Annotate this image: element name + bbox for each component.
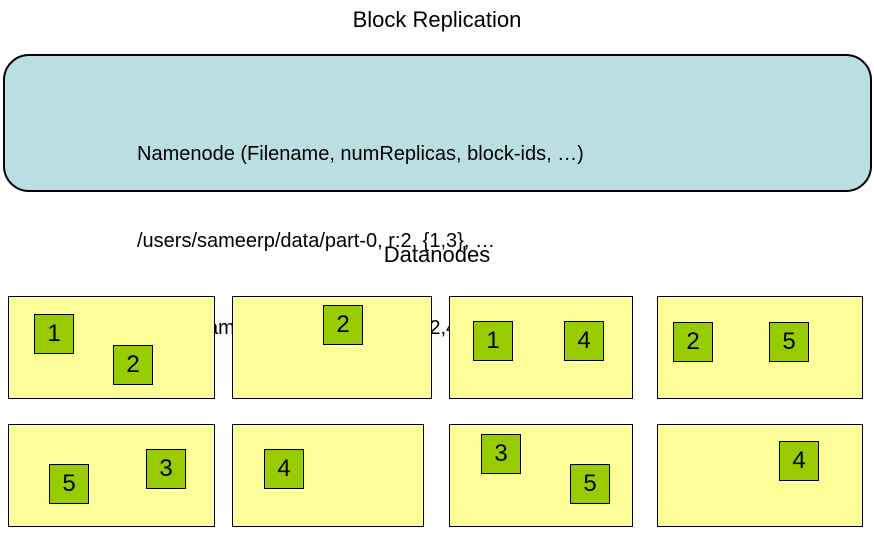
datanode-box-6: 4	[232, 424, 424, 527]
datanodes-label: Datanodes	[383, 242, 491, 267]
block-square-2: 2	[673, 322, 713, 362]
block-square-5: 5	[769, 322, 809, 362]
block-square-4: 4	[779, 441, 819, 481]
block-square-4: 4	[264, 449, 304, 489]
block-square-1: 1	[34, 314, 74, 354]
namenode-box: Namenode (Filename, numReplicas, block-i…	[3, 54, 872, 339]
block-square-5: 5	[570, 464, 610, 504]
namenode-file-entry-part0: /users/sameerp/data/part-0, r:2, {1,3}, …	[137, 230, 495, 252]
datanode-box-2: 2	[232, 296, 432, 399]
namenode-header-line: Namenode (Filename, numReplicas, block-i…	[137, 143, 584, 165]
block-square-3: 3	[146, 449, 186, 489]
slide-title: Block Replication	[352, 7, 522, 32]
block-square-5: 5	[49, 464, 89, 504]
block-square-4: 4	[564, 321, 604, 361]
block-square-2: 2	[113, 345, 153, 385]
datanode-box-8: 4	[657, 424, 863, 527]
block-square-2: 2	[323, 305, 363, 345]
block-square-1: 1	[473, 321, 513, 361]
block-square-3: 3	[481, 434, 521, 474]
